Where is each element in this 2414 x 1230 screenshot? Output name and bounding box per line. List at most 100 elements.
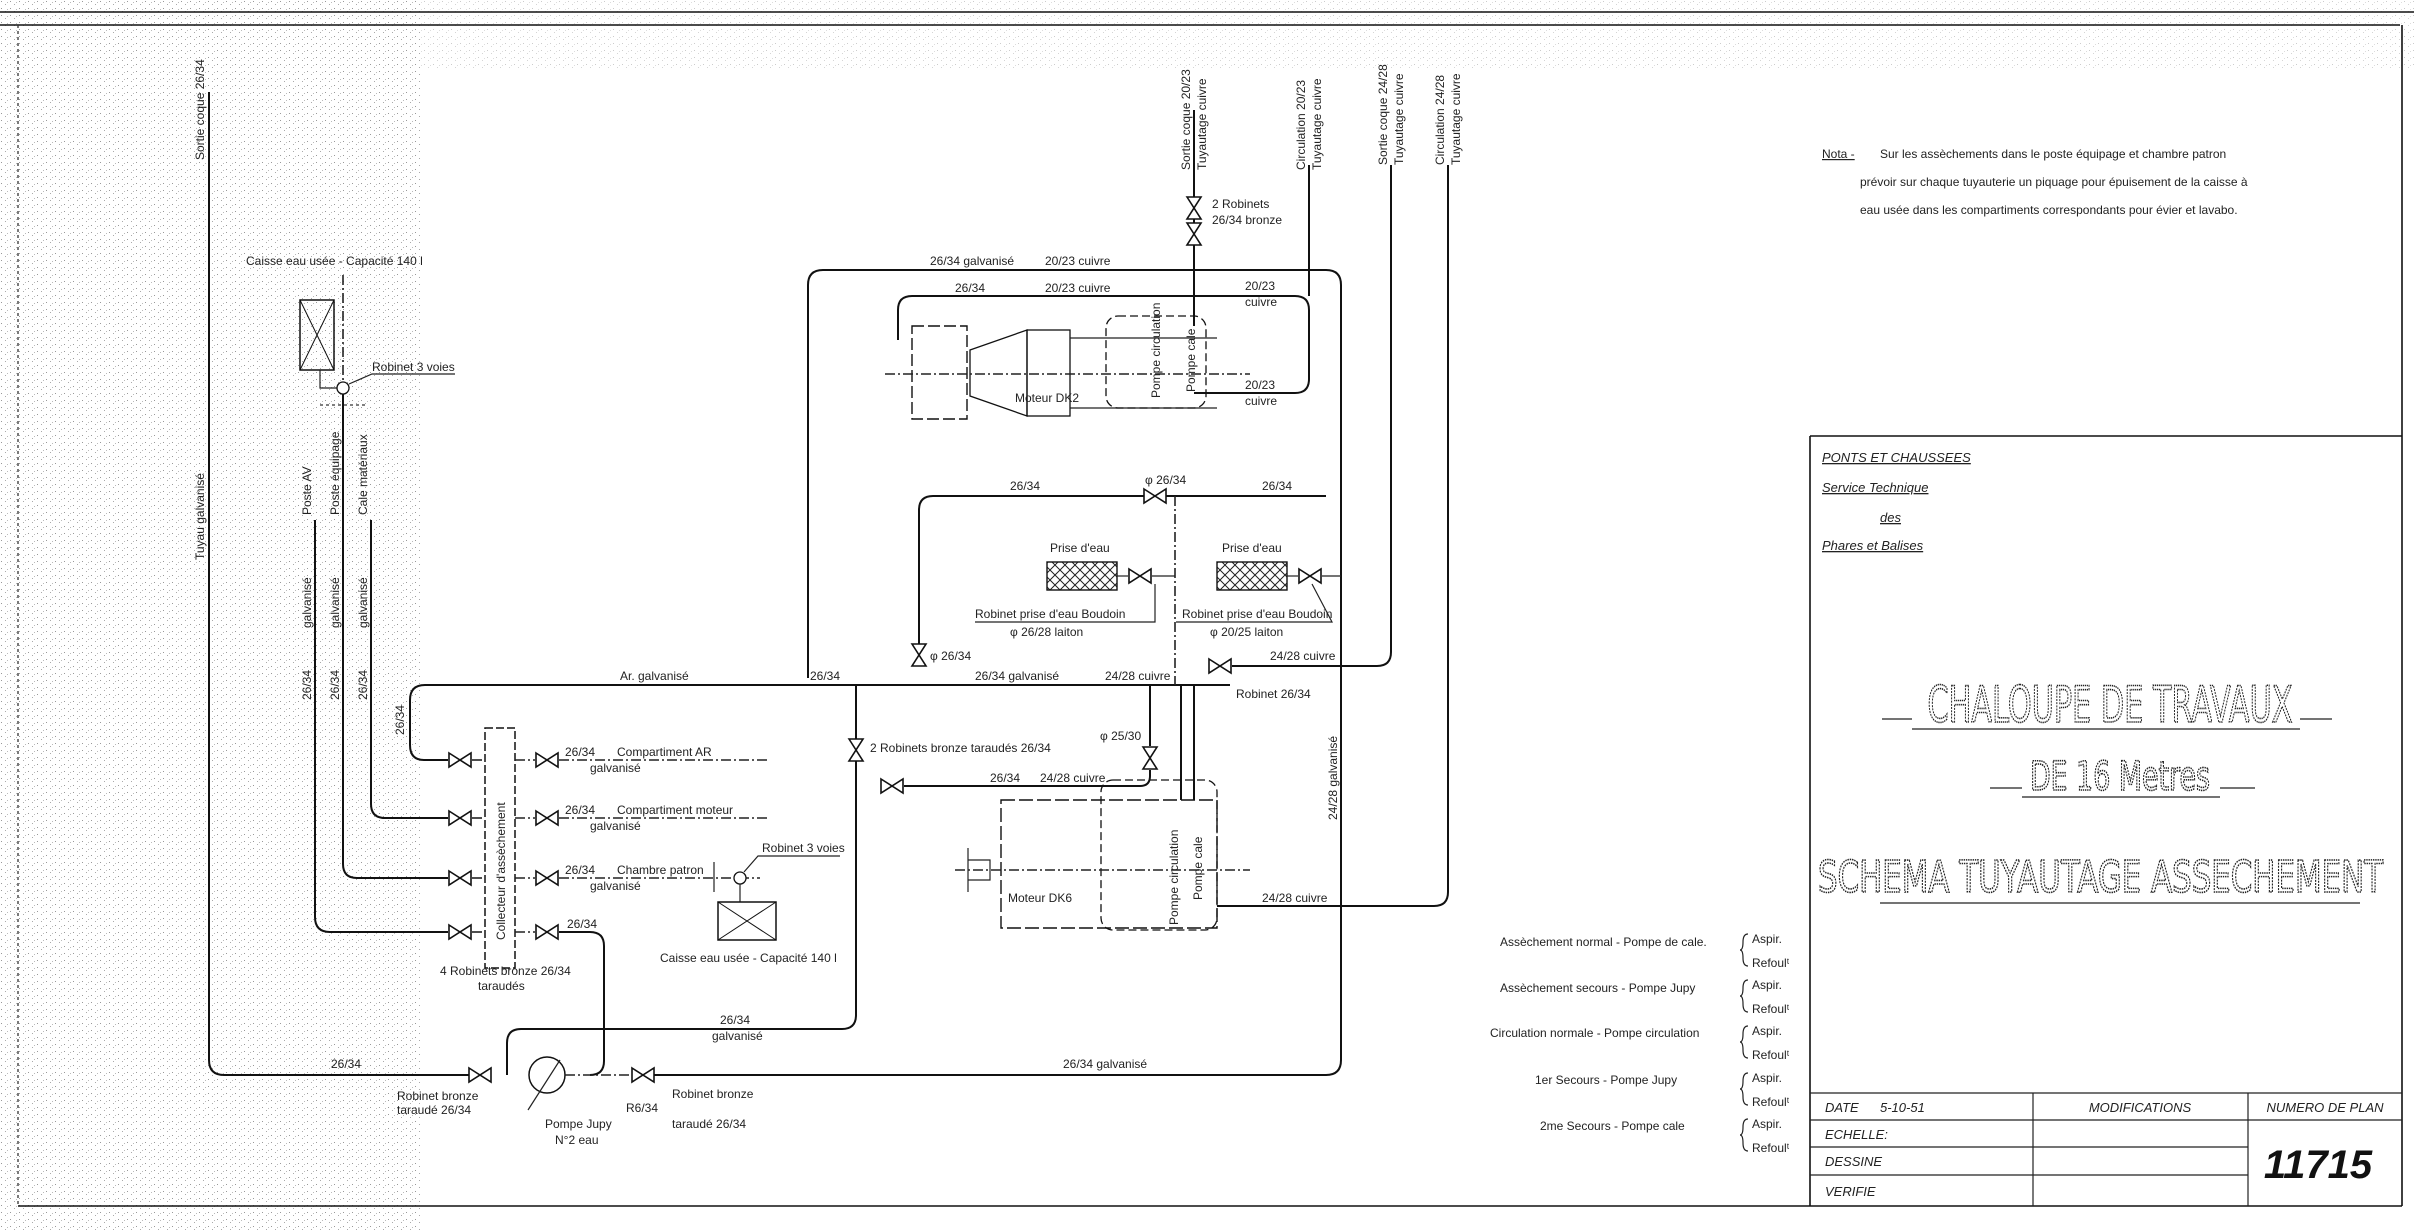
label-pipe-size: 26/34 [990,771,1020,785]
label-robinet-bronze: taraudé 26/34 [397,1103,471,1117]
note-block: Nota - Sur les assèchements dans le post… [1822,147,2248,217]
label-cale-materiaux: Cale matériaux [356,434,370,515]
legend-refoul: Refoulᵗ [1752,1141,1790,1155]
label-cuivre-2023: 20/23 cuivre [1045,281,1111,295]
pump-housing-lower [1100,779,1218,931]
valve-icon[interactable] [1208,658,1232,674]
modifications-header: MODIFICATIONS [2089,1100,2192,1115]
note-line: prévoir sur chaque tuyauterie un piquage… [1860,175,2248,189]
note-line: Sur les assèchements dans le poste équip… [1880,147,2226,161]
valve-icon[interactable] [535,810,559,826]
label-galvanise: galvanisé [300,577,314,628]
label-pipe-size: 20/23 [1245,279,1275,293]
label-galvanise: galvanisé [590,819,641,833]
pipe-circulation-2428 [1217,165,1449,907]
label-pipe-size: 26/34 [300,670,314,700]
label-robinet-prise-2b: φ 20/25 laiton [1210,625,1283,639]
valve-icon[interactable] [631,1067,655,1083]
label-r634: R6/34 [626,1101,658,1115]
org-phares: Phares et Balises [1822,538,1924,553]
label-robinets-bronze: 2 Robinets bronze taraudés 26/34 [870,741,1051,755]
label-moteur-dk6: Moteur DK6 [1008,891,1072,905]
waste-water-tank-bottom [717,901,777,941]
drawing-title: CHALOUPE DE TRAVAUX [1928,676,2293,734]
jupy-pump-icon[interactable] [528,1056,566,1094]
label-cuivre-2428: 24/28 cuivre [1270,649,1336,663]
revision-table: DATE 5-10-51 ECHELLE: DESSINE VERIFIE MO… [1810,1092,2402,1206]
label-galvanise: galvanisé [590,761,641,775]
valve-icon[interactable] [468,1067,492,1083]
label-tuyautage-cuivre: Tuyautage cuivre [1195,78,1209,170]
label-robinet-bronze: Robinet bronze [397,1089,479,1103]
valve-icon[interactable] [1186,222,1202,246]
valve-icon[interactable] [880,778,904,794]
label-pipe-size: 26/34 [810,669,840,683]
legend-aspir: Aspir. [1752,1071,1782,1085]
label-pompe-circulation: Pompe circulation [1149,303,1163,398]
org-name: PONTS ET CHAUSSEES [1822,450,1971,465]
label-pipe-size: 26/34 [565,863,595,877]
label-sortie-coque-left: Sortie coque 26/34 [193,59,207,160]
valve-icon[interactable] [848,738,864,762]
label-quatre-robinets: 4 Robinets bronze 26/34 [440,964,571,978]
waste-water-tank-top [299,299,335,371]
verifie-label: VERIFIE [1825,1184,1876,1199]
label-caisse-bottom: Caisse eau usée - Capacité 140 l [660,951,837,965]
label-cuivre-2023: 20/23 cuivre [1045,254,1111,268]
legend-row: Circulation normale - Pompe circulation … [1490,1024,1790,1062]
label-tuyautage-cuivre: Tuyautage cuivre [1392,73,1406,165]
legend-aspir: Aspir. [1752,932,1782,946]
label-poste-av: Poste AV [300,467,314,515]
label-pipe-size: 26/34 [356,670,370,700]
label-pipe-size: 26/34 [1262,479,1292,493]
label-galvanise: galvanisé [356,577,370,628]
valve-icon[interactable] [1298,568,1322,584]
valve-icon[interactable] [1142,746,1158,770]
label-cuivre-2428: 24/28 cuivre [1105,669,1171,683]
pipe-cale-pump-suction [904,770,1151,787]
valve-icon[interactable] [448,870,472,886]
pump-housing-upper [1105,315,1207,409]
legend-label: 2me Secours - Pompe cale [1540,1119,1685,1133]
valve-icon[interactable] [535,924,559,940]
label-pipe-size: 26/34 [955,281,985,295]
valve-icon[interactable] [448,752,472,768]
collector-manifold [484,727,516,969]
pipe-cooling-loop [897,295,1310,394]
label-galvanise: galvanisé [712,1029,763,1043]
three-way-valve-icon [733,871,747,885]
label-cuivre: cuivre [1245,394,1277,408]
legend-label: Assèchement secours - Pompe Jupy [1500,981,1695,995]
label-ar-galvanise: Ar. galvanisé [620,669,689,683]
label-robinets-top: 2 Robinets [1212,197,1269,211]
valve-icon[interactable] [535,752,559,768]
label-pompe-circulation: Pompe circulation [1167,830,1181,925]
label-robinets-top2: 26/34 bronze [1212,213,1282,227]
scan-noise-top [0,0,2414,70]
valve-icon[interactable] [448,924,472,940]
valve-icon[interactable] [448,810,472,826]
label-poste-equipage: Poste équipage [328,431,342,515]
note-label: Nota - [1822,147,1855,161]
piping-diagram: Sortie coque 26/34 Tuyau galvanisé 26/34… [193,59,1463,1147]
label-moteur-dk2: Moteur DK2 [1015,391,1079,405]
label-sortie-coque-2023: Sortie coque 20/23 [1179,69,1193,170]
label-v2634: φ 26/34 [1145,473,1186,487]
valve-icon[interactable] [1186,196,1202,220]
valve-icon[interactable] [535,870,559,886]
label-pipe-size: 26/34 [393,705,407,735]
plan-number-header: NUMERO DE PLAN [2266,1100,2384,1115]
label-circulation-2428: Circulation 24/28 [1433,75,1447,165]
org-des: des [1880,510,1901,525]
valve-icon[interactable] [1143,488,1167,504]
label-robinet-3-voies: Robinet 3 voies [372,360,455,374]
legend-aspir: Aspir. [1752,1117,1782,1131]
label-pipe-size: 26/34 [328,670,342,700]
label-robinet-2634: Robinet 26/34 [1236,687,1311,701]
valve-icon[interactable] [1128,568,1152,584]
label-pipe-size: 26/34 [720,1013,750,1027]
seawater-intake-2 [1216,561,1288,591]
label-pipe-size: 26/34 [331,1057,361,1071]
label-taraudes: taraudés [478,979,525,993]
valve-icon[interactable] [911,643,927,667]
